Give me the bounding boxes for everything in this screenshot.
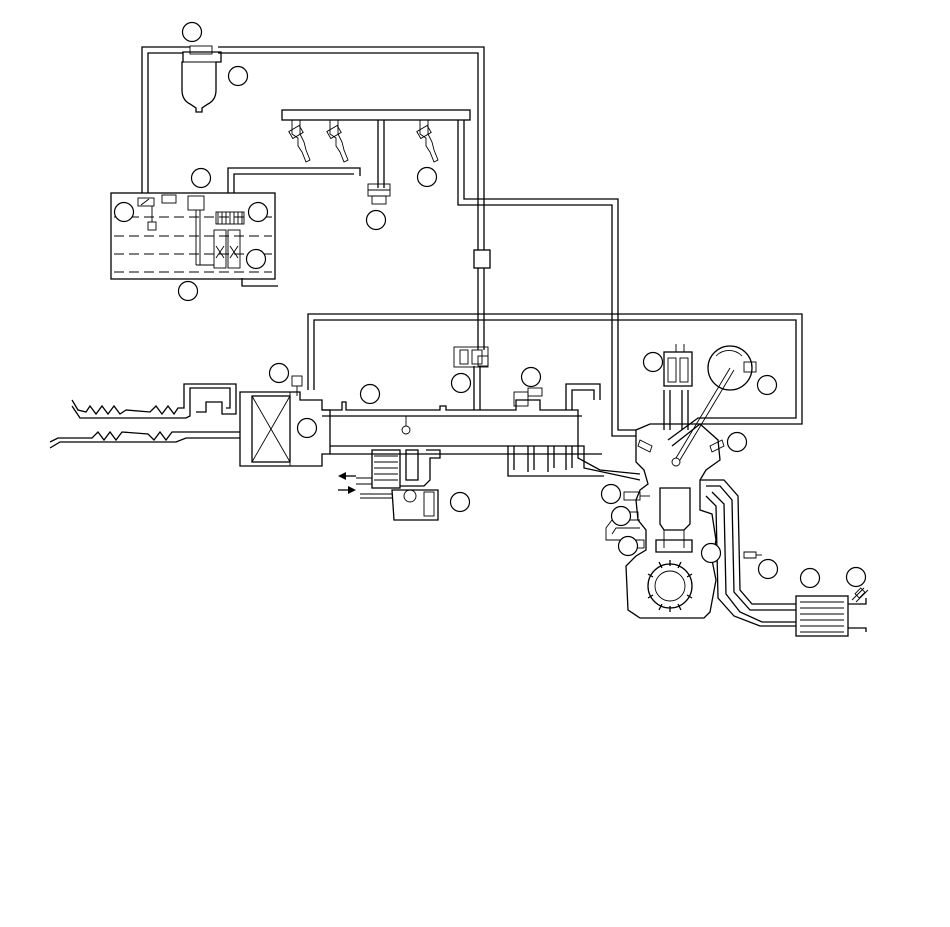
idle-air-valve	[356, 449, 441, 521]
fuel-pump	[187, 195, 245, 269]
callout-marker	[113, 201, 135, 223]
throttle-sensor	[401, 387, 543, 435]
callout-marker	[642, 351, 664, 373]
callout-marker	[296, 417, 318, 439]
distributor	[675, 345, 757, 461]
callout-marker	[227, 65, 249, 87]
air-intake-snorkel	[49, 383, 240, 449]
callout-marker	[247, 201, 269, 223]
callout-marker	[757, 558, 779, 580]
vapor-lines	[141, 46, 485, 250]
callout-marker	[617, 535, 639, 557]
pressure-regulator	[367, 120, 391, 205]
callout-marker	[700, 542, 722, 564]
callout-marker	[181, 21, 203, 43]
callout-marker	[359, 383, 381, 405]
callout-marker	[268, 362, 290, 384]
intake-duct	[322, 383, 641, 481]
callouts	[113, 21, 867, 589]
callout-marker	[365, 209, 387, 231]
callout-marker	[845, 566, 867, 588]
charcoal-canister	[181, 45, 222, 113]
callout-marker	[416, 166, 438, 188]
callout-marker	[450, 372, 472, 394]
fuel-supply-line	[227, 167, 361, 287]
callout-marker	[449, 491, 471, 513]
air-arrows	[338, 472, 356, 494]
callout-marker	[245, 248, 267, 270]
spark-plugs	[637, 439, 725, 467]
intake-air-temp-sensor	[291, 375, 303, 396]
callout-marker	[610, 505, 632, 527]
ignition-coil	[663, 344, 693, 430]
engine	[605, 423, 721, 619]
purge-valve	[453, 249, 491, 368]
catalytic-converter	[795, 587, 869, 637]
fuel-rail	[281, 109, 619, 318]
fuel-injector	[416, 120, 439, 163]
fuel-injector	[326, 120, 349, 163]
coolant-sensor	[623, 491, 650, 501]
callout-marker	[756, 374, 778, 396]
callout-marker	[600, 483, 622, 505]
vacuum-hoses	[307, 313, 803, 447]
callout-marker	[799, 567, 821, 589]
crankshaft-pulley	[647, 560, 693, 612]
callout-marker	[520, 366, 542, 388]
exhaust-pipe	[700, 479, 796, 627]
fuel-injector	[288, 120, 311, 163]
oxygen-sensor	[743, 551, 762, 559]
callout-marker	[190, 167, 212, 189]
callout-marker	[177, 280, 199, 302]
callout-marker	[726, 431, 748, 453]
fuel-tank	[110, 192, 276, 280]
